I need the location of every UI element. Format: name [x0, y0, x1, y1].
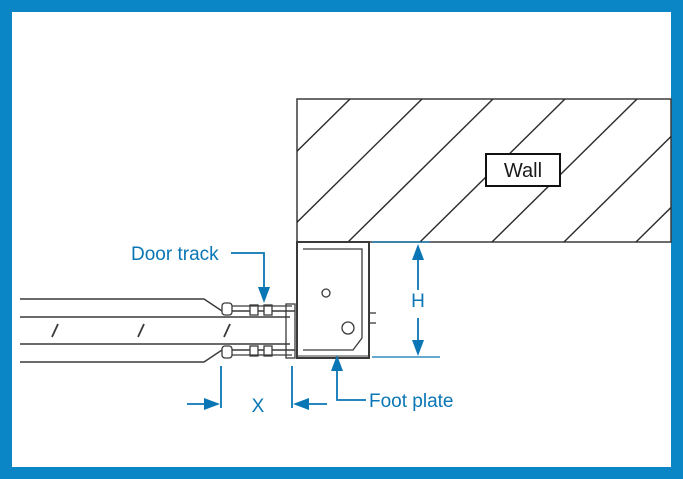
door-track — [221, 302, 296, 359]
door-track-label: Door track — [131, 244, 219, 265]
height-dimension: H — [372, 241, 440, 358]
foot-plate-label: Foot plate — [369, 391, 454, 412]
wall: Wall — [296, 98, 672, 243]
height-label: H — [411, 291, 425, 312]
door-track-callout: Door track — [131, 244, 270, 303]
gap-dimension: X — [187, 366, 327, 417]
foot-plate-callout: Foot plate — [331, 355, 454, 412]
gap-label: X — [252, 396, 265, 417]
wall-label-box — [485, 153, 561, 187]
wall-label: Wall — [504, 160, 542, 182]
foot-plate — [296, 241, 430, 359]
